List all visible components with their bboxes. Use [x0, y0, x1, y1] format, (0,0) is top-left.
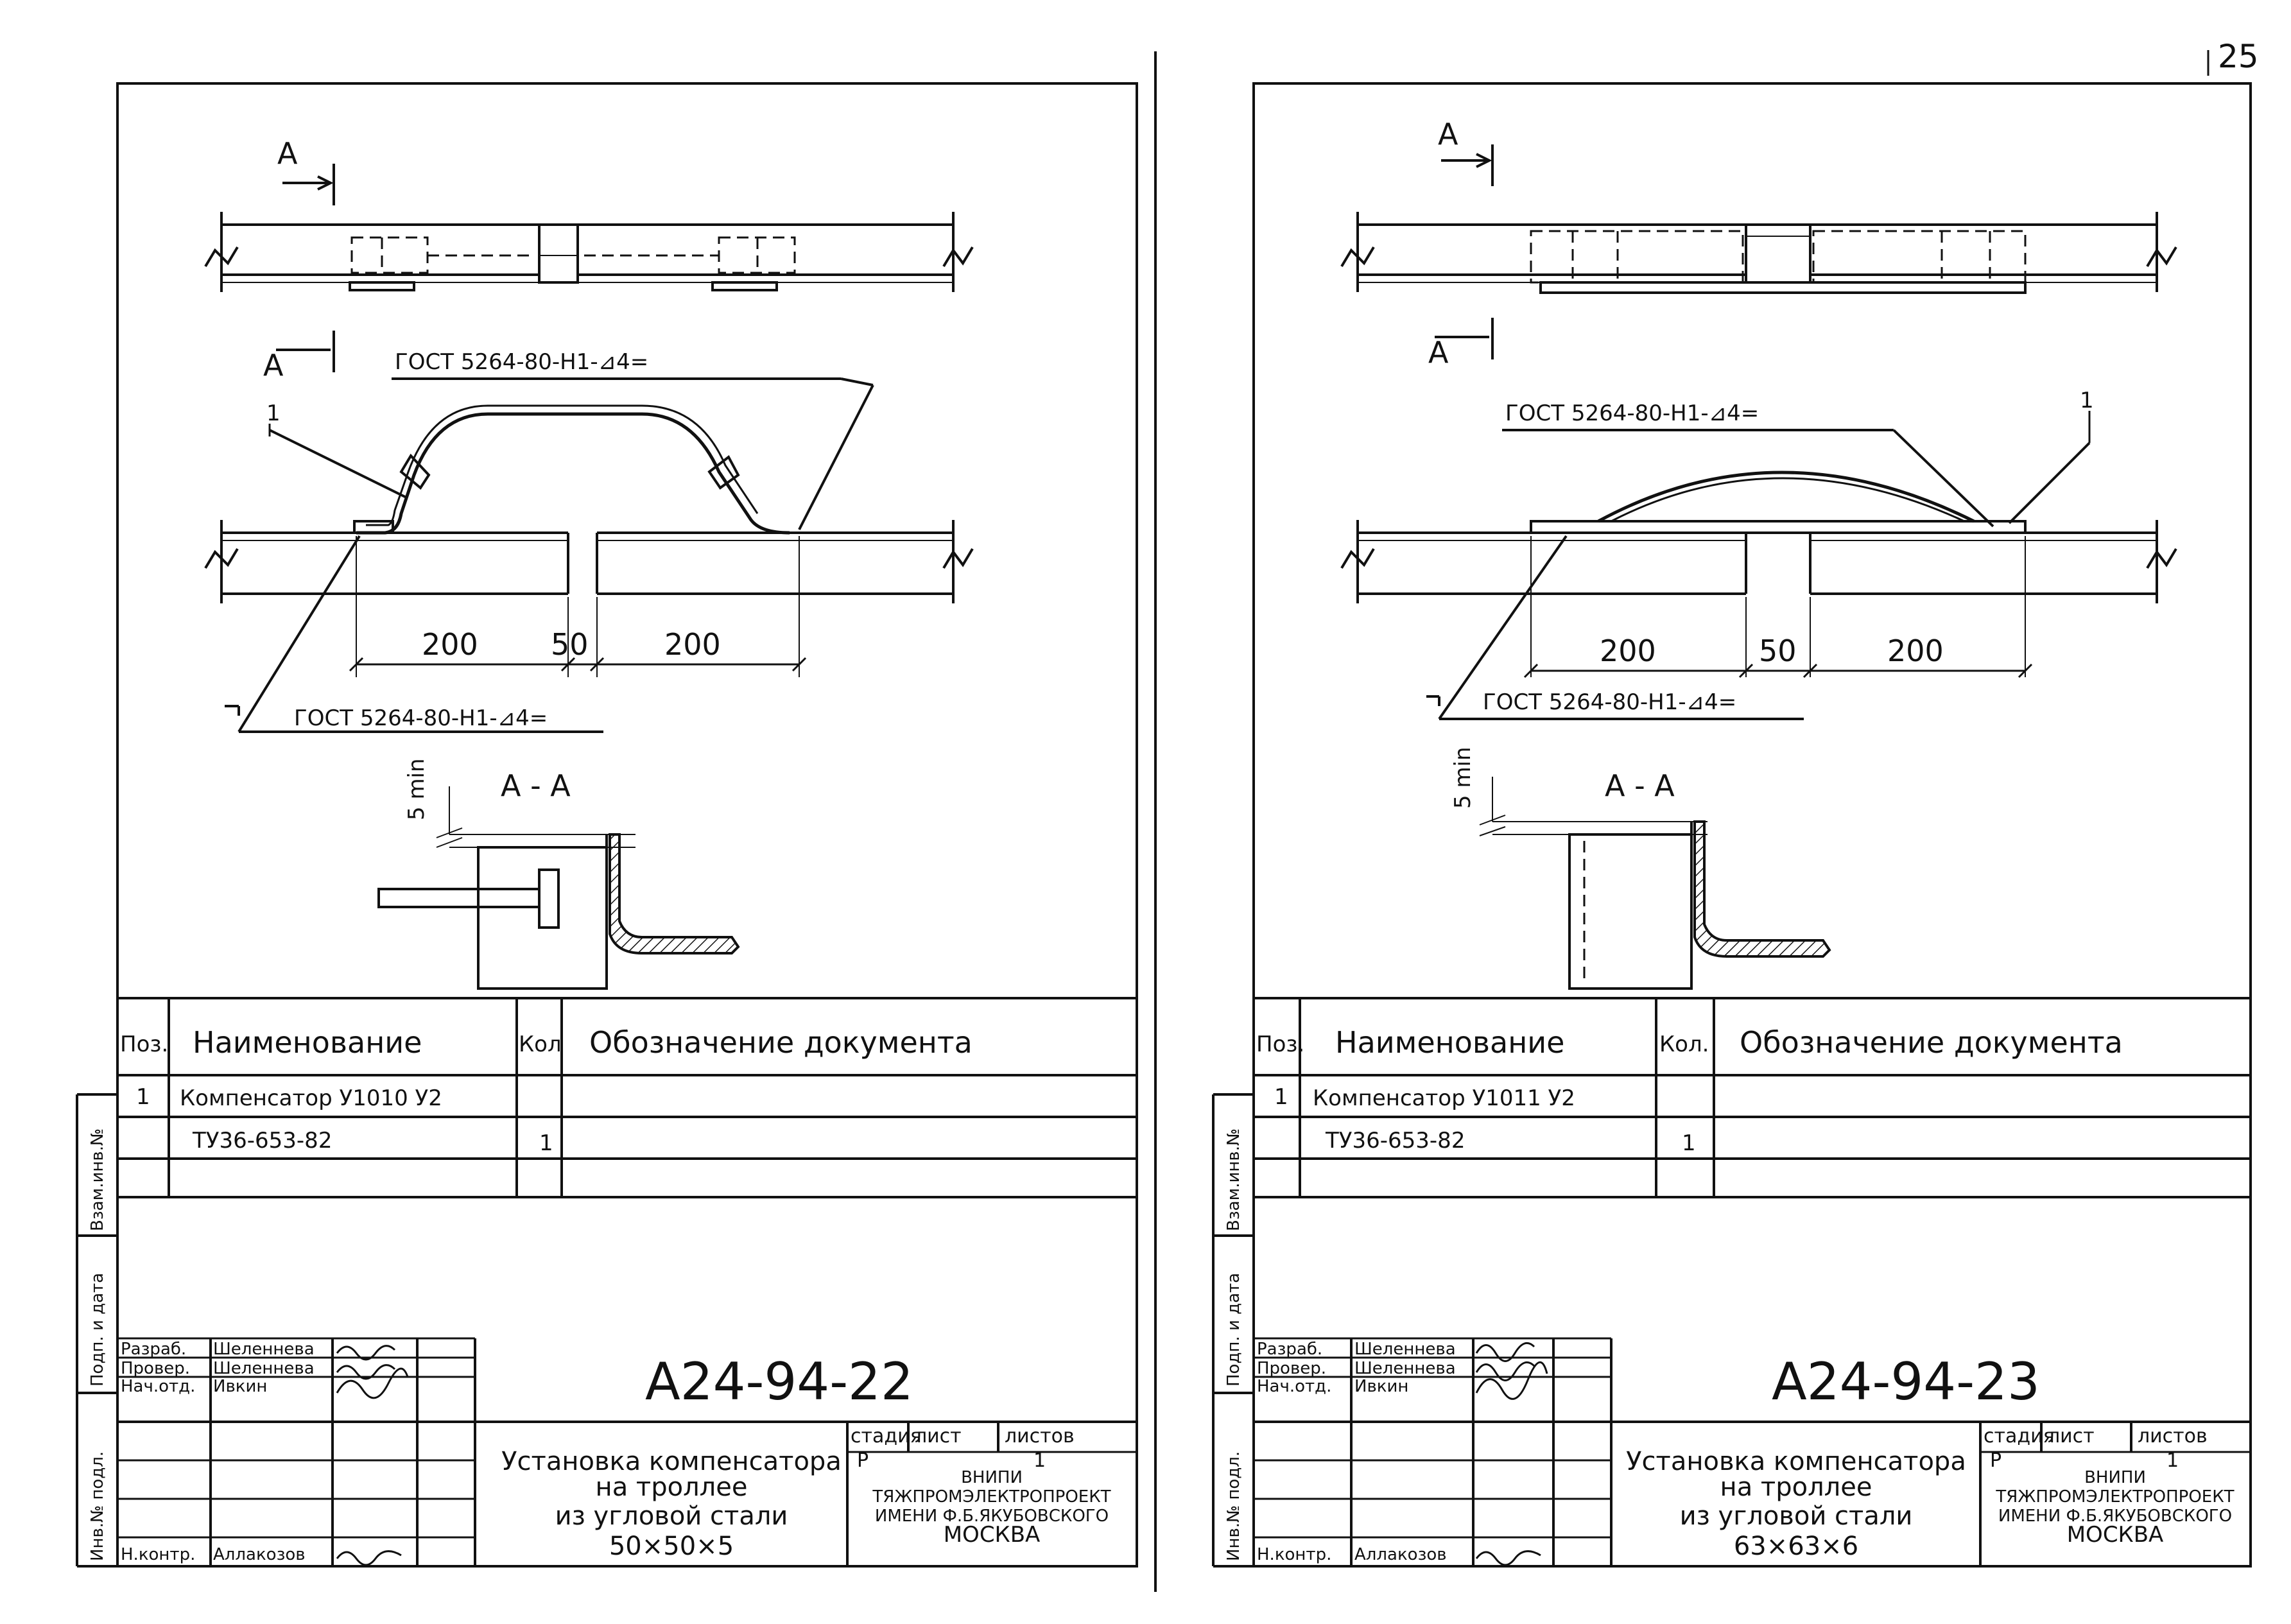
stage-value: Р	[857, 1449, 869, 1472]
staff-role-2: Провер.	[121, 1359, 190, 1378]
org-line-2: ТЯЖПРОМЭЛЕКТРОПРОЕКТ	[872, 1487, 1111, 1507]
staff-role-1: Разраб.	[121, 1340, 186, 1359]
r-dim-gap: 50	[1759, 634, 1797, 668]
left-table-grid	[76, 998, 1137, 1568]
title-line-2: на троллее	[596, 1473, 748, 1502]
staff-name-1: Шеленнева	[213, 1340, 315, 1359]
r-org-line-4: МОСКВА	[2067, 1522, 2164, 1548]
r-section-title: А - А	[1605, 768, 1675, 803]
staff-name-2: Шеленнева	[213, 1359, 315, 1378]
staff-name-3: Ивкин	[213, 1377, 267, 1396]
r-staff-role-2: Провер.	[1257, 1359, 1326, 1378]
row-name-2: ТУ36-653-82	[192, 1128, 332, 1153]
side-label-3: Инв.№ подл.	[88, 1451, 107, 1561]
r-staff-name-1: Шеленнева	[1354, 1340, 1456, 1359]
r-header-pos: Поз.	[1256, 1032, 1304, 1057]
staff-name-4: Аллакозов	[213, 1545, 306, 1564]
sheet-left	[116, 82, 1138, 1568]
org-line-3: ИМЕНИ Ф.Б.ЯКУБОВСКОГО	[875, 1507, 1109, 1526]
row-pos: 1	[136, 1084, 150, 1110]
dim-left: 200	[422, 627, 478, 662]
header-name: Наименование	[193, 1025, 422, 1060]
r-staff-role-4: Н.контр.	[1257, 1545, 1331, 1564]
r-header-doc: Обозначение документа	[1740, 1025, 2123, 1060]
r-header-name: Наименование	[1335, 1025, 1564, 1060]
section-label-bottom: А	[263, 348, 284, 383]
r-row-name-2: ТУ36-653-82	[1325, 1128, 1465, 1153]
weld-note-top: ГОСТ 5264-80-Н1-⊿4=	[395, 349, 648, 375]
r-staff-name-2: Шеленнева	[1354, 1359, 1456, 1378]
r-doc-code: А24-94-23	[1772, 1352, 2040, 1412]
r-side-label-2: Подп. и дата	[1224, 1273, 1243, 1386]
r-row-qty: 1	[1682, 1130, 1696, 1156]
r-org-line-3: ИМЕНИ Ф.Б.ЯКУБОВСКОГО	[1998, 1507, 2232, 1526]
r-dim-left: 200	[1600, 634, 1656, 668]
org-line-4: МОСКВА	[944, 1522, 1041, 1548]
r-weld-note-top: ГОСТ 5264-80-Н1-⊿4=	[1505, 401, 1759, 426]
min-gap-label: 5 min	[404, 758, 429, 820]
r-stage-value: Р	[1990, 1449, 2001, 1472]
side-label-2: Подп. и дата	[88, 1273, 107, 1386]
header-pos: Поз.	[120, 1032, 168, 1057]
org-line-1: ВНИПИ	[961, 1468, 1023, 1487]
signatures	[336, 1345, 409, 1566]
r-sheets-value: 1	[2166, 1449, 2179, 1472]
r-leader-pos: 1	[2080, 388, 2094, 413]
section-label-top: А	[277, 136, 298, 171]
stage-header: стадия	[851, 1425, 922, 1447]
staff-role-4: Н.контр.	[121, 1545, 195, 1564]
staff-role-3: Нач.отд.	[121, 1377, 195, 1396]
r-row-pos: 1	[1274, 1084, 1288, 1110]
r-org-line-2: ТЯЖПРОМЭЛЕКТРОПРОЕКТ	[1995, 1487, 2234, 1507]
r-title-line-1: Установка компенсатора	[1626, 1447, 1966, 1476]
sheets-value: 1	[1033, 1449, 1046, 1472]
leader-pos: 1	[266, 401, 281, 426]
title-line-3: из угловой стали	[555, 1501, 788, 1531]
r-min-gap-label: 5 min	[1450, 747, 1476, 809]
section-title: А - А	[501, 768, 571, 803]
r-org-line-1: ВНИПИ	[2084, 1468, 2146, 1487]
r-sheets-header: листов	[2138, 1425, 2208, 1447]
r-section-label-bottom: А	[1428, 335, 1449, 370]
r-dim-right: 200	[1887, 634, 1944, 668]
r-side-label-1: Взам.инв.№	[1224, 1128, 1243, 1231]
weld-note-bottom: ГОСТ 5264-80-Н1-⊿4=	[294, 705, 548, 731]
doc-code: А24-94-22	[645, 1352, 913, 1412]
row-qty: 1	[539, 1130, 553, 1156]
r-title-line-2: на троллее	[1720, 1473, 1872, 1502]
r-stage-header: стадия	[1984, 1425, 2055, 1447]
dim-right: 200	[664, 627, 721, 662]
dim-gap: 50	[551, 627, 589, 662]
row-name-1: Компенсатор У1010 У2	[180, 1085, 442, 1111]
header-qty: Кол	[519, 1032, 562, 1057]
title-line-4: 50×50×5	[609, 1532, 734, 1561]
r-signatures	[1475, 1342, 1548, 1566]
r-side-label-3: Инв.№ подл.	[1224, 1451, 1243, 1561]
sheets-header: листов	[1005, 1425, 1075, 1447]
r-staff-role-1: Разраб.	[1257, 1340, 1322, 1359]
r-title-line-4: 63×63×6	[1734, 1532, 1858, 1561]
r-staff-name-3: Ивкин	[1354, 1377, 1408, 1396]
r-row-name-1: Компенсатор У1011 У2	[1313, 1085, 1575, 1111]
r-weld-note-bottom: ГОСТ 5264-80-Н1-⊿4=	[1483, 689, 1736, 715]
page-number: 25	[2218, 38, 2259, 75]
r-staff-name-4: Аллакозов	[1354, 1545, 1447, 1564]
title-line-1: Установка компенсатора	[501, 1447, 842, 1476]
r-header-qty: Кол.	[1659, 1032, 1709, 1057]
sheet-header: лист	[915, 1425, 962, 1447]
r-title-line-3: из угловой стали	[1680, 1501, 1913, 1531]
r-staff-role-3: Нач.отд.	[1257, 1377, 1331, 1396]
side-label-1: Взам.инв.№	[88, 1128, 107, 1231]
header-doc: Обозначение документа	[589, 1025, 973, 1060]
sheet-right	[1252, 82, 2252, 1568]
r-sheet-header: лист	[2048, 1425, 2095, 1447]
r-section-label-top: А	[1438, 117, 1458, 151]
right-table-grid	[1212, 998, 2251, 1568]
